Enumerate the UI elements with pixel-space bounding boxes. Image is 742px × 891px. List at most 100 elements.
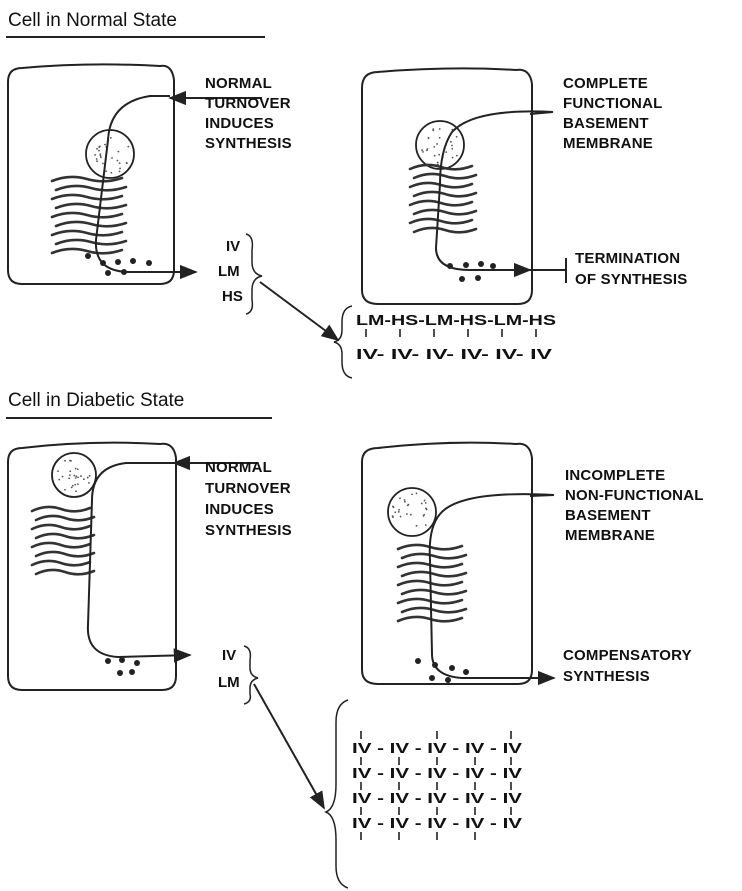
chromatin-speck (404, 501, 406, 503)
diabetic-cell-2 (362, 443, 532, 684)
label-line: SYNTHESIS (205, 135, 292, 152)
chromatin-speck (433, 146, 435, 148)
label-line: MEMBRANE (563, 135, 653, 152)
diabetic-cell-2-label: INCOMPLETE NON-FUNCTIONAL BASEMENT MEMBR… (565, 467, 704, 544)
chromatin-speck (436, 143, 438, 145)
chromatin-speck (421, 503, 423, 505)
chromatin-speck (69, 474, 71, 476)
diabetic-assembly-links (361, 782, 511, 790)
chromatin-speck (416, 492, 418, 494)
chromatin-speck (406, 513, 408, 515)
chromatin-speck (69, 470, 71, 472)
chromatin-speck (452, 157, 454, 159)
golgi-cisterna (52, 213, 122, 217)
normal-assembly-arrow (260, 282, 338, 340)
chromatin-speck (407, 504, 409, 506)
secretory-vesicle (463, 262, 469, 268)
golgi-cisterna (56, 222, 126, 226)
chromatin-speck (450, 141, 452, 143)
golgi-cisterna (56, 204, 126, 208)
golgi-cisterna (414, 228, 476, 232)
chromatin-speck (99, 153, 101, 155)
normal-assembly-links (366, 329, 536, 337)
diabetic-assembly-row: IV - IV - IV - IV - IV (352, 740, 522, 757)
chromatin-speck (451, 148, 453, 150)
diabetic-assembly-brace (326, 700, 348, 888)
label-line: BASEMENT (565, 507, 651, 524)
chromatin-speck (400, 516, 402, 518)
chromatin-speck (392, 506, 394, 508)
chromatin-speck (434, 155, 436, 157)
label-line: INDUCES (205, 115, 274, 132)
chromatin-speck (426, 148, 428, 150)
diabetic-assembly-links-top (361, 731, 511, 739)
secretory-vesicle (490, 263, 496, 269)
normal-cell-1-pathway (96, 96, 196, 272)
label-line: SYNTHESIS (205, 522, 292, 539)
chromatin-speck (411, 493, 413, 495)
chromatin-speck (96, 160, 98, 162)
golgi-cisterna (36, 534, 94, 538)
chromatin-speck (110, 172, 112, 174)
chromatin-speck (105, 170, 107, 172)
chromatin-speck (71, 486, 73, 488)
secretory-vesicle (475, 275, 481, 281)
golgi-cisterna (32, 507, 90, 511)
secretory-vesicle (130, 258, 136, 264)
label-line: OF SYNTHESIS (575, 271, 687, 288)
diabetic-assembly-row: IV - IV - IV - IV - IV (352, 815, 522, 832)
golgi-cisterna (56, 186, 126, 190)
chromatin-speck (80, 475, 82, 477)
chromatin-speck (439, 128, 441, 130)
chromatin-speck (96, 148, 98, 150)
component-label: IV (226, 238, 240, 255)
chromatin-speck (74, 484, 76, 486)
label-line: TURNOVER (205, 95, 291, 112)
chromatin-speck (75, 475, 77, 477)
chromatin-speck (111, 157, 113, 159)
chromatin-speck (416, 525, 418, 527)
chromatin-speck (456, 155, 458, 157)
secretory-vesicle (146, 260, 152, 266)
diabetic-cell-1-vesicles (105, 657, 140, 676)
chromatin-speck (83, 478, 85, 480)
label-line: COMPENSATORY (563, 647, 692, 664)
chromatin-speck (421, 149, 423, 151)
diabetic-cell-2-vesicles (415, 658, 469, 683)
chromatin-speck (127, 146, 129, 148)
chromatin-speck (58, 479, 60, 481)
secretory-vesicle (415, 658, 421, 664)
golgi-cisterna (36, 552, 94, 556)
chromatin-speck (456, 136, 458, 138)
chromatin-speck (75, 490, 77, 492)
chromatin-speck (117, 151, 119, 153)
label-line: NORMAL (205, 459, 272, 476)
termination-label: TERMINATION OF SYNTHESIS (575, 250, 687, 288)
golgi-cisterna (414, 210, 476, 214)
normal-cell-2-vesicles (447, 261, 496, 282)
diabetic-cell-1-golgi (32, 507, 94, 574)
diabetic-assembly-row: IV - IV - IV - IV - IV (352, 765, 522, 782)
golgi-cisterna (410, 201, 472, 205)
normal-cell-1-nucleus (86, 130, 134, 178)
chromatin-speck (119, 168, 121, 170)
diabetic-cell-1-nucleus (52, 453, 96, 497)
chromatin-speck (404, 499, 406, 501)
golgi-cisterna (52, 231, 122, 235)
diabetic-cell-1-label: NORMAL TURNOVER INDUCES SYNTHESIS (205, 459, 292, 539)
secretory-vesicle (445, 677, 451, 683)
chromatin-speck (88, 482, 90, 484)
chromatin-speck (425, 507, 427, 509)
diabetic-assembly-arrow (254, 684, 324, 808)
chromatin-speck (104, 144, 106, 146)
chromatin-speck (437, 161, 439, 163)
label-line: TURNOVER (205, 480, 291, 497)
secretory-vesicle (478, 261, 484, 267)
chromatin-speck (64, 489, 66, 491)
normal-state-title: Cell in Normal State (8, 10, 177, 31)
label-line: MEMBRANE (565, 527, 655, 544)
label-line: SYNTHESIS (563, 668, 650, 685)
label-line: NORMAL (205, 75, 272, 92)
chromatin-speck (427, 137, 429, 139)
golgi-cisterna (402, 608, 466, 612)
